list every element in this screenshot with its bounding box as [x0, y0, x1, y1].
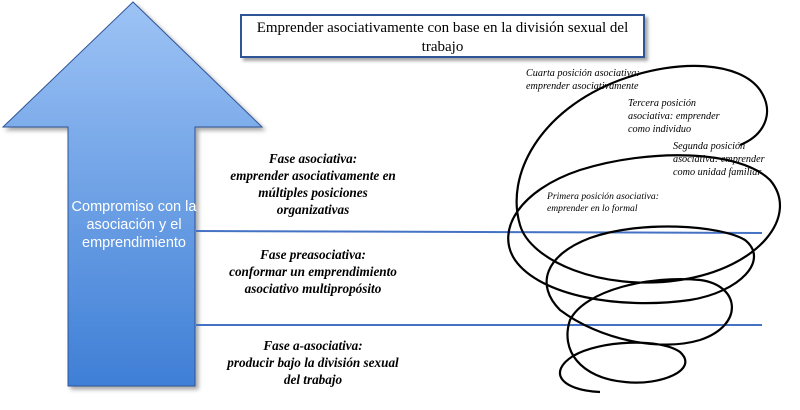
position-line: como individuo: [628, 124, 692, 135]
spiral-curve: [507, 64, 782, 394]
position-line: emprender asociativamente: [526, 81, 639, 92]
phase-line: asociativo multipropósito: [244, 281, 382, 296]
phase-line: emprender asociativamente en: [230, 168, 396, 183]
position-first: Primera posición asociativa: emprender e…: [547, 191, 659, 215]
phase-line: organizativas: [276, 202, 350, 217]
position-third: Tercera posición asociativa: emprender c…: [628, 97, 720, 136]
position-line: Tercera posición: [628, 98, 697, 109]
phase-a-associative: Fase a-asociativa: producir bajo la divi…: [198, 337, 428, 388]
position-line: asociativa: emprender: [673, 154, 765, 165]
phase-title: Fase asociativa:: [268, 151, 358, 166]
commitment-arrow: [1, 1, 264, 387]
position-line: Primera posición asociativa:: [547, 191, 659, 202]
position-line: asociativa: emprender: [628, 111, 720, 122]
phase-divider-upper: [195, 230, 763, 234]
position-second: Segunda posición asociativa: emprender c…: [673, 140, 765, 179]
position-fourth: Cuarta posición asociativa: emprender as…: [526, 67, 640, 93]
position-line: Segunda posición: [673, 141, 746, 152]
position-line: Cuarta posición asociativa:: [526, 68, 640, 79]
phase-title: Fase preasociativa:: [260, 247, 366, 262]
position-line: como unidad familiar: [673, 167, 762, 178]
phase-line: del trabajo: [283, 372, 343, 387]
phase-line: producir bajo la división sexual: [227, 355, 399, 370]
arrow-label: Compromiso con la asociación y el empren…: [71, 199, 197, 251]
position-line: emprender en lo formal: [547, 203, 638, 214]
main-goal-box: Emprender asociativamente con base en la…: [240, 14, 645, 58]
phase-line: conformar un emprendimiento: [229, 264, 397, 279]
phase-title: Fase a-asociativa:: [263, 338, 363, 353]
phase-associative: Fase asociativa: emprender asociativamen…: [198, 150, 428, 218]
phase-preassociative: Fase preasociativa: conformar un emprend…: [198, 246, 428, 297]
phase-line: múltiples posiciones: [258, 185, 368, 200]
